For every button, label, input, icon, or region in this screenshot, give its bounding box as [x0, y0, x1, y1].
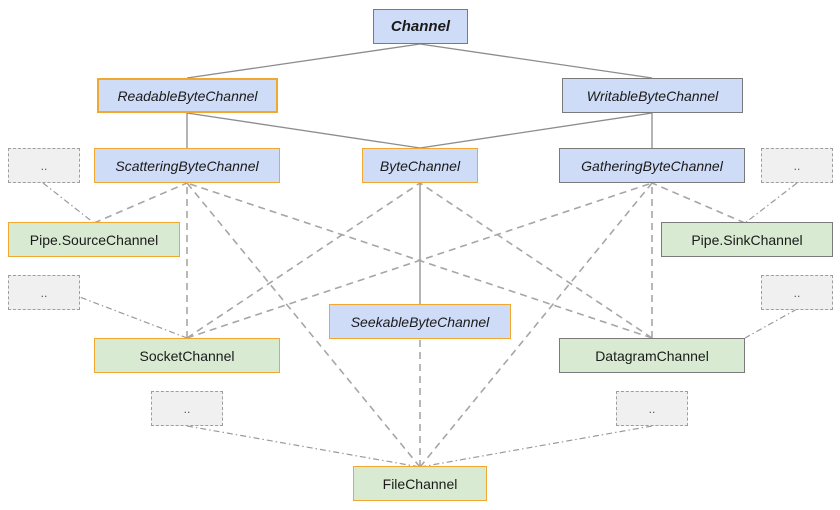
- node-other-placeholder: ..: [616, 391, 688, 426]
- edge-datagram-bytechannel: [419, 182, 653, 339]
- node-other-placeholder: ..: [151, 391, 223, 426]
- edge-other4-datagram: [744, 308, 798, 339]
- node-writable-byte-channel: WritableByteChannel: [562, 78, 743, 113]
- edge-other3-socket: [42, 282, 188, 339]
- node-gathering-byte-channel: GatheringByteChannel: [559, 148, 745, 183]
- edge-socket-gathering: [186, 182, 653, 339]
- edge-file-scattering: [186, 182, 421, 468]
- node-scattering-byte-channel: ScatteringByteChannel: [94, 148, 280, 183]
- edge-other6-file: [419, 425, 653, 468]
- edge-readable-channel: [186, 43, 421, 79]
- node-datagram-channel: DatagramChannel: [559, 338, 745, 373]
- node-other-placeholder: ..: [8, 148, 80, 183]
- edge-writable-channel: [419, 43, 653, 79]
- edge-socket-bytechannel: [186, 182, 421, 339]
- node-readable-byte-channel: ReadableByteChannel: [97, 78, 278, 113]
- edge-file-gathering: [419, 182, 653, 468]
- edge-bytechannel-writable: [419, 112, 653, 149]
- node-channel: Channel: [373, 9, 468, 44]
- node-seekable-byte-channel: SeekableByteChannel: [329, 304, 511, 339]
- node-other-placeholder: ..: [8, 275, 80, 310]
- node-pipe-source-channel: Pipe.SourceChannel: [8, 222, 180, 257]
- edge-pipesink-gathering: [651, 182, 746, 224]
- node-socket-channel: SocketChannel: [94, 338, 280, 373]
- edge-other1-pipesource: [42, 182, 95, 224]
- edge-bytechannel-readable: [186, 112, 421, 149]
- edge-other5-file: [186, 425, 421, 468]
- node-other-placeholder: ..: [761, 148, 833, 183]
- node-pipe-sink-channel: Pipe.SinkChannel: [661, 222, 833, 257]
- node-byte-channel: ByteChannel: [362, 148, 478, 183]
- node-file-channel: FileChannel: [353, 466, 487, 501]
- edge-pipesource-scattering: [93, 182, 188, 224]
- node-other-placeholder: ..: [761, 275, 833, 310]
- edge-other2-pipesink: [744, 182, 798, 224]
